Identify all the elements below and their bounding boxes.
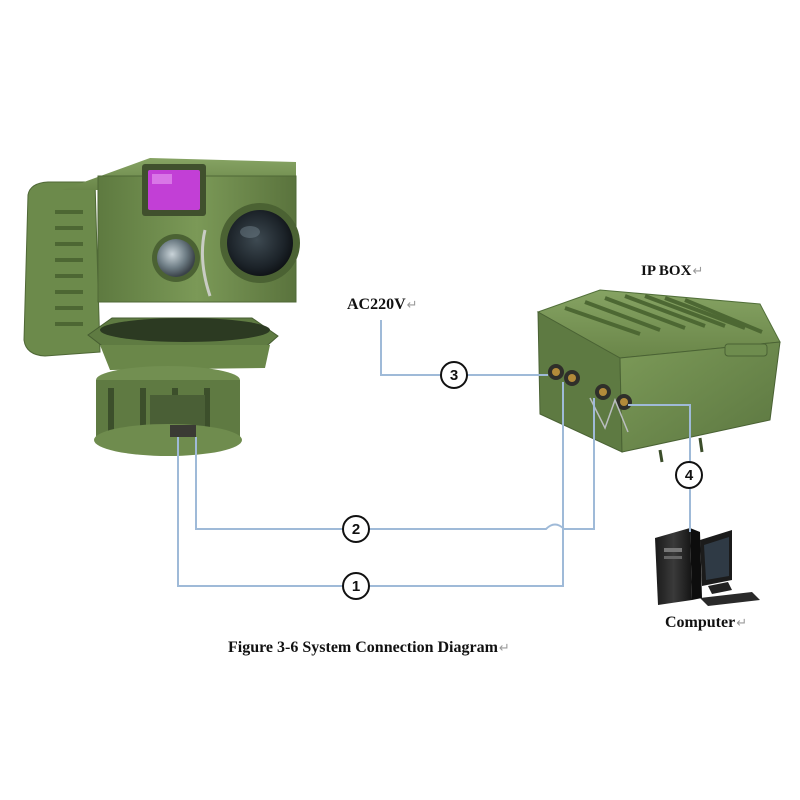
cable-3 [380, 320, 548, 376]
svg-text:3: 3 [450, 367, 458, 384]
cable-2 [195, 398, 595, 530]
housing-fins [55, 210, 83, 326]
heat-sink-fins [564, 294, 763, 336]
paragraph-mark: ↵ [692, 263, 704, 278]
paragraph-mark: ↵ [406, 297, 418, 312]
small-lens [157, 239, 195, 277]
svg-text:2: 2 [352, 521, 360, 538]
ip-box-device [536, 289, 781, 463]
cable-1 [177, 382, 564, 587]
ip-box-label: IP BOX↵ [641, 263, 703, 280]
computer-workstation [655, 528, 760, 606]
large-lens [227, 210, 293, 276]
pan-tilt-camera-unit [23, 158, 300, 456]
side-motor-housing [23, 181, 101, 357]
power-supply-label: AC220V↵ [347, 296, 418, 314]
figure-caption: Figure 3-6 System Connection Diagram↵ [228, 639, 510, 657]
svg-text:4: 4 [685, 467, 694, 484]
connection-badge-4: 4 [675, 461, 703, 489]
computer-text: Computer [665, 614, 736, 631]
computer-label: Computer↵ [665, 614, 747, 632]
connection-badge-2: 2 [342, 515, 370, 543]
paragraph-mark: ↵ [736, 615, 748, 630]
connection-cables [177, 320, 691, 587]
svg-text:1: 1 [352, 578, 360, 595]
cable-4 [628, 404, 691, 532]
connection-badge-1: 1 [342, 572, 370, 600]
power-supply-text: AC220V [347, 296, 406, 313]
base-connector [170, 425, 196, 437]
connection-badge-3: 3 [440, 361, 468, 389]
figure-caption-text: Figure 3-6 System Connection Diagram [228, 639, 498, 656]
ip-box-text: IP BOX [641, 263, 692, 279]
keyboard [700, 592, 760, 606]
paragraph-mark: ↵ [498, 640, 510, 655]
ip-box-side [619, 341, 781, 453]
pc-tower [655, 528, 692, 605]
